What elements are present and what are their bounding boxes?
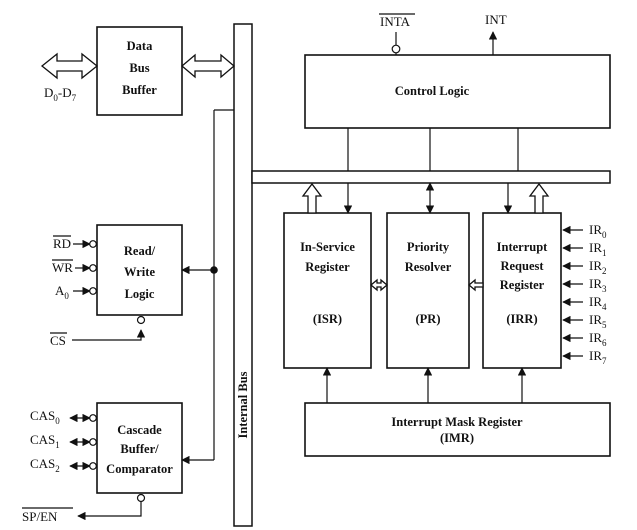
read-write-line3: Logic xyxy=(125,287,155,301)
data-bus-buffer-block xyxy=(96,26,183,116)
cascade-line1: Cascade xyxy=(117,423,162,437)
control-logic-block xyxy=(304,54,611,129)
imr-block xyxy=(304,402,611,457)
cs-label: CS xyxy=(50,333,66,348)
cs-bubble xyxy=(136,315,146,325)
cas0-label: CAS0 xyxy=(30,408,60,426)
rd-bubble xyxy=(89,240,97,248)
ir-inputs: IR0 IR1 IR2 IR3 IR4 IR5 IR6 IR7 xyxy=(562,222,607,366)
cs-wire xyxy=(72,329,146,341)
rd-label: RD xyxy=(53,236,71,251)
imr-line2: (IMR) xyxy=(440,431,474,445)
ir1-label: IR1 xyxy=(589,240,607,258)
pr-line3: (PR) xyxy=(416,312,441,326)
pr-line1: Priority xyxy=(407,240,450,254)
cas2-bubble xyxy=(89,462,97,470)
control-logic-label: Control Logic xyxy=(395,84,470,98)
read-write-logic-block xyxy=(96,224,183,316)
ir0-label: IR0 xyxy=(589,222,607,240)
sp-en-label: SP/EN xyxy=(22,509,58,524)
data-bus-buffer-line1: Data xyxy=(127,39,153,53)
data-bus-buffer-line3: Buffer xyxy=(122,83,157,97)
wr-bubble xyxy=(89,264,97,272)
ir2-label: IR2 xyxy=(589,258,607,276)
ir7-label: IR7 xyxy=(589,348,607,366)
inta-bubble xyxy=(391,44,401,54)
irr-block xyxy=(482,212,562,369)
ir5-label: IR5 xyxy=(589,312,607,330)
ir4-label: IR4 xyxy=(589,294,607,312)
isr-pr-double-arrow xyxy=(369,278,389,292)
isr-to-bus-hollow-arrow xyxy=(301,182,323,214)
internal-bus-label: Internal Bus xyxy=(236,371,250,438)
ir6-label: IR6 xyxy=(589,330,607,348)
a0-bubble xyxy=(89,287,97,295)
irr-line2: Request xyxy=(500,259,544,273)
a0-label: A0 xyxy=(55,283,69,301)
right-horizontal-bus xyxy=(251,170,611,184)
ir3-label: IR3 xyxy=(589,276,607,294)
isr-line2: Register xyxy=(305,260,350,274)
imr-line1: Interrupt Mask Register xyxy=(391,415,523,429)
data-bus-double-arrow xyxy=(40,52,99,80)
irr-line4: (IRR) xyxy=(506,312,537,326)
internal-bus xyxy=(233,23,253,527)
sp-en-bubble xyxy=(136,493,146,503)
cas1-bubble xyxy=(89,438,97,446)
pr-block xyxy=(386,212,470,369)
data-bus-buffer-line2: Bus xyxy=(129,61,149,75)
irr-line3: Register xyxy=(500,278,545,292)
isr-line3: (ISR) xyxy=(313,312,342,326)
read-write-line2: Write xyxy=(124,265,155,279)
buffer-to-bus-double-arrow xyxy=(180,53,236,79)
isr-line1: In-Service xyxy=(300,240,355,254)
irr-line1: Interrupt xyxy=(497,240,549,254)
irr-to-pr-arrow xyxy=(467,278,484,292)
sp-en-wire xyxy=(77,502,142,521)
read-write-line1: Read/ xyxy=(124,244,156,258)
cascade-line3: Comparator xyxy=(106,462,173,476)
data-bus-label: D0-D7 xyxy=(44,85,77,103)
inta-label: INTA xyxy=(380,14,411,29)
isr-block xyxy=(283,212,372,369)
cas2-label: CAS2 xyxy=(30,456,60,474)
pr-line2: Resolver xyxy=(405,260,452,274)
cas1-label: CAS1 xyxy=(30,432,60,450)
wr-label: WR xyxy=(52,260,73,275)
cascade-buffer-block xyxy=(96,402,183,494)
cas0-bubble xyxy=(89,414,97,422)
cascade-line2: Buffer/ xyxy=(120,442,159,456)
int-label: INT xyxy=(485,12,507,27)
irr-to-bus-hollow-arrow xyxy=(528,182,550,214)
